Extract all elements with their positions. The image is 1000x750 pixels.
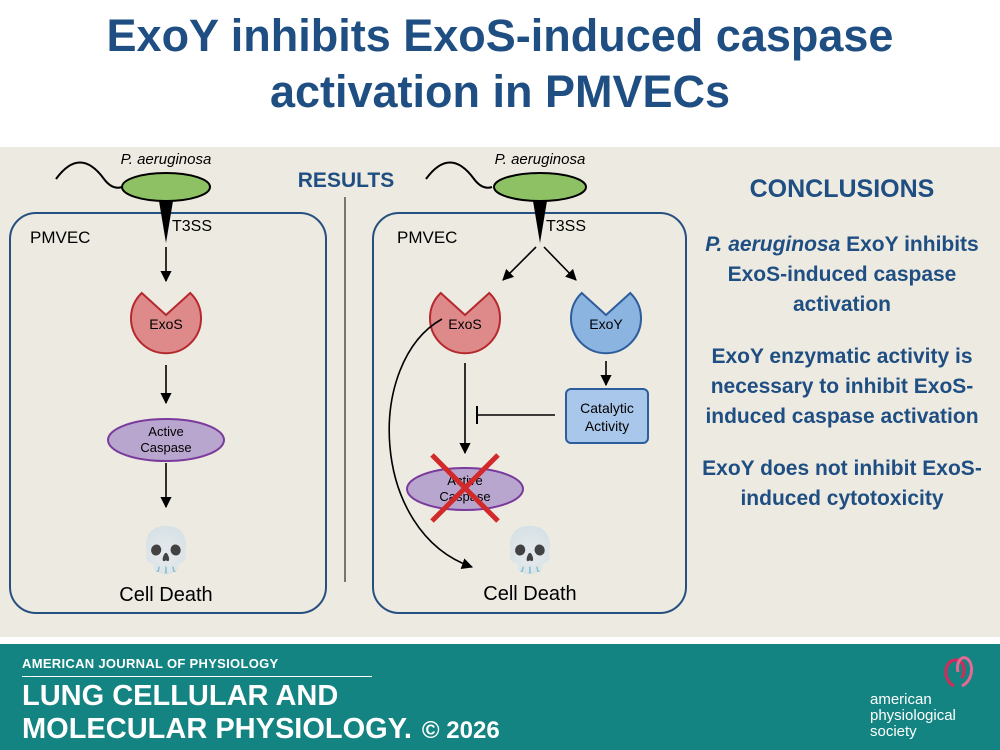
journal-title-line-2-text: MOLECULAR PHYSIOLOGY. bbox=[22, 713, 412, 745]
left-skull-icon: 💀 bbox=[139, 525, 194, 576]
catalytic-activity-box bbox=[565, 388, 649, 444]
caspase-cross-icon bbox=[430, 453, 500, 523]
society-name: american physiological society bbox=[870, 692, 990, 740]
left-cell-death-label: Cell Death bbox=[119, 584, 212, 606]
catalytic-label-1: Catalytic bbox=[580, 400, 634, 416]
journal-divider bbox=[22, 676, 372, 677]
exoy-enzyme bbox=[570, 291, 642, 355]
middle-t3ss-label: T3SS bbox=[546, 218, 586, 235]
middle-bacterium-label: P. aeruginosa bbox=[495, 151, 586, 168]
copyright-notice: © 2026 bbox=[421, 717, 500, 744]
society-logo-icon bbox=[944, 656, 973, 688]
society-name-line-3: society bbox=[870, 723, 917, 740]
arrow-to-exos bbox=[502, 246, 537, 281]
mechanism-diagram: PMVEC P. aeruginosa T3SS ExoS Active Cas… bbox=[9, 151, 687, 614]
middle-cell-death-label: Cell Death bbox=[483, 583, 576, 605]
conclusion-item-1-species: P. aeruginosa bbox=[705, 233, 841, 256]
middle-exos-label: ExoS bbox=[448, 316, 481, 332]
left-t3ss-needle bbox=[159, 201, 173, 243]
conclusions-heading: CONCLUSIONS bbox=[749, 175, 935, 203]
left-caspase-label-2: Caspase bbox=[140, 440, 191, 455]
middle-t3ss-needle bbox=[533, 201, 547, 243]
middle-bacterium bbox=[493, 172, 587, 202]
arrow-exos-to-death bbox=[388, 318, 474, 570]
conclusion-item-3: ExoY does not inhibit ExoS-induced cytot… bbox=[702, 457, 982, 510]
title-line-1: ExoY inhibits ExoS-induced caspase bbox=[106, 10, 894, 61]
left-panel-exos-only: PMVEC P. aeruginosa T3SS ExoS Active Cas… bbox=[9, 151, 327, 614]
left-exos-enzyme bbox=[130, 291, 202, 355]
journal-title-line-2: MOLECULAR PHYSIOLOGY. © 2026 bbox=[22, 713, 500, 747]
middle-panel-exos-exoy: PMVEC P. aeruginosa T3SS ExoS ExoY Catal… bbox=[372, 151, 687, 614]
conclusion-item-1: P. aeruginosa ExoY inhibits ExoS-induced… bbox=[692, 230, 992, 320]
conclusions-panel: CONCLUSIONS P. aeruginosa ExoY inhibits … bbox=[692, 174, 992, 536]
arrow-to-exoy bbox=[543, 246, 577, 281]
middle-skull-icon: 💀 bbox=[503, 525, 558, 576]
results-label: RESULTS bbox=[298, 169, 394, 192]
exoy-label: ExoY bbox=[589, 316, 623, 332]
left-exos-label: ExoS bbox=[149, 316, 182, 332]
middle-exos-enzyme bbox=[429, 291, 501, 355]
left-t3ss-label: T3SS bbox=[172, 218, 212, 235]
left-cell-label: PMVEC bbox=[30, 228, 90, 247]
middle-cell-label: PMVEC bbox=[397, 228, 457, 247]
title-line-2: activation in PMVECs bbox=[269, 66, 731, 117]
journal-title: LUNG CELLULAR AND MOLECULAR PHYSIOLOGY. ©… bbox=[22, 680, 500, 747]
left-caspase-label-1: Active bbox=[148, 424, 183, 439]
middle-flagellum bbox=[425, 161, 493, 189]
society-name-line-2: physiological bbox=[870, 707, 956, 724]
left-active-caspase bbox=[107, 418, 225, 462]
conclusion-item-1-text: ExoY inhibits ExoS-induced caspase activ… bbox=[727, 233, 979, 316]
society-name-line-1: american bbox=[870, 691, 932, 708]
conclusion-item-2: ExoY enzymatic activity is necessary to … bbox=[705, 345, 979, 428]
left-bacterium bbox=[121, 172, 211, 202]
journal-title-line-1: LUNG CELLULAR AND bbox=[22, 680, 339, 712]
society-logo: american physiological society bbox=[870, 652, 990, 746]
middle-cell-membrane bbox=[372, 212, 687, 614]
left-bacterium-label: P. aeruginosa bbox=[121, 151, 212, 168]
journal-series: AMERICAN JOURNAL OF PHYSIOLOGY bbox=[22, 656, 279, 671]
page-title: ExoY inhibits ExoS-induced caspase activ… bbox=[0, 8, 1000, 120]
left-flagellum bbox=[55, 161, 123, 189]
catalytic-label-2: Activity bbox=[585, 418, 629, 434]
journal-footer: AMERICAN JOURNAL OF PHYSIOLOGY LUNG CELL… bbox=[0, 644, 1000, 750]
